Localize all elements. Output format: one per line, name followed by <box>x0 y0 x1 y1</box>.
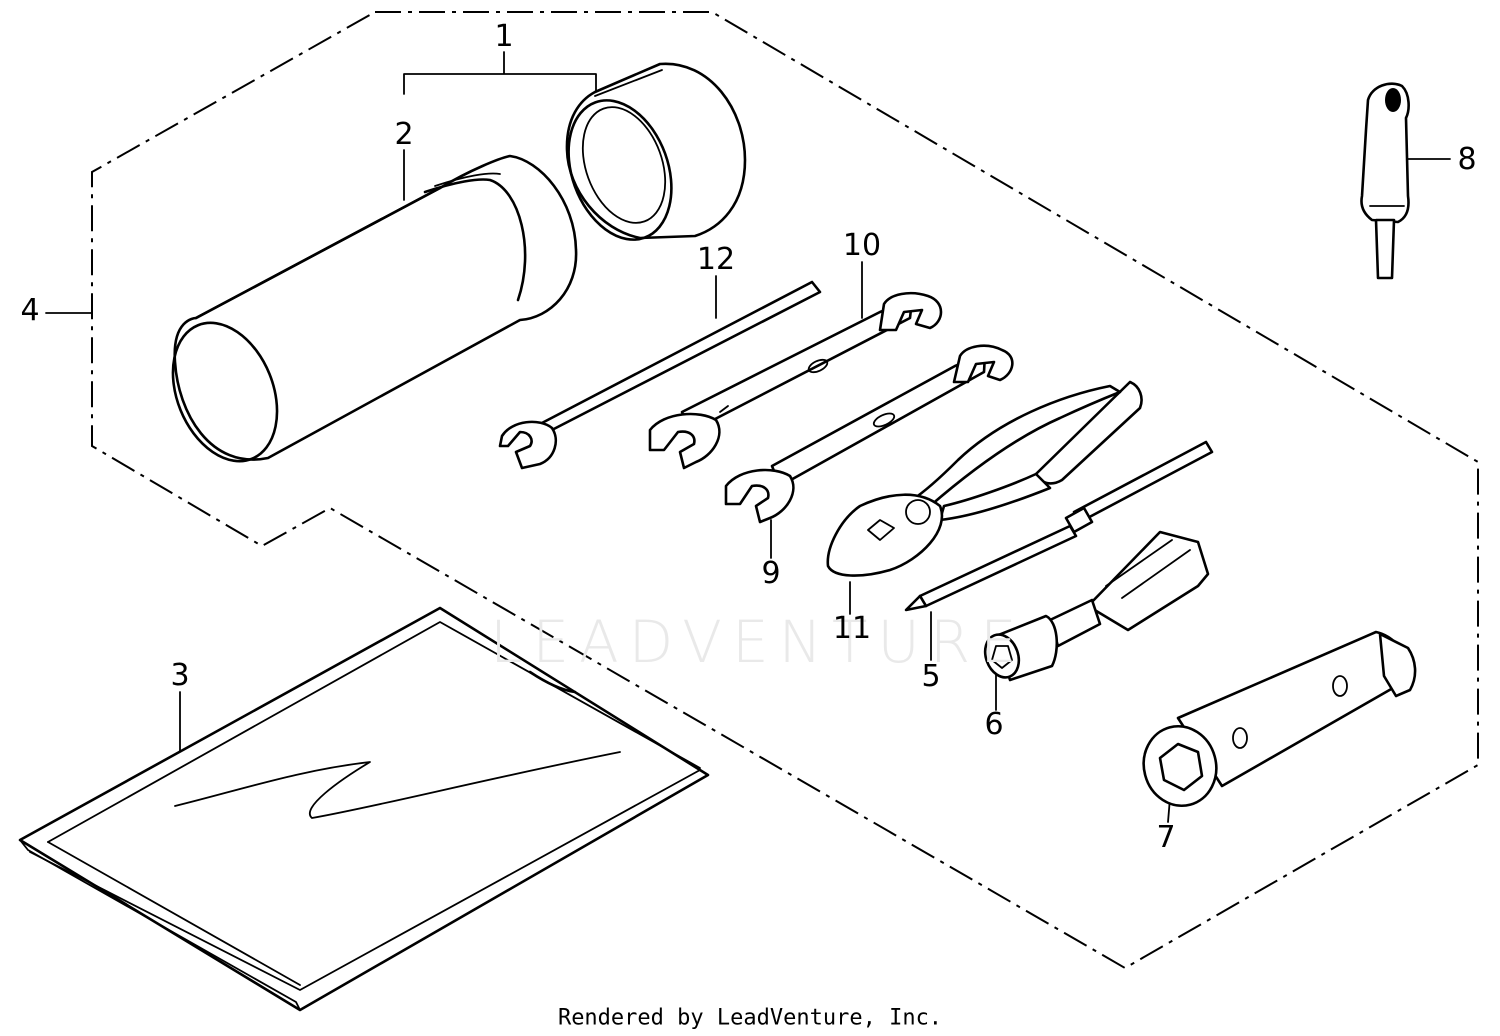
watermark: LEADVENTURE <box>490 608 1027 676</box>
spanner-12 <box>498 280 822 470</box>
tool-tube-cap <box>565 62 747 241</box>
callout-5[interactable]: 5 <box>921 659 941 694</box>
credit-text: Rendered by LeadVenture, Inc. <box>557 1005 943 1031</box>
callout-9[interactable]: 9 <box>761 556 781 591</box>
callout-7[interactable]: 7 <box>1156 820 1176 855</box>
callout-3[interactable]: 3 <box>170 658 190 693</box>
callout-8[interactable]: 8 <box>1457 142 1477 177</box>
callout-6[interactable]: 6 <box>984 707 1004 742</box>
callout-2[interactable]: 2 <box>394 117 414 152</box>
callout-1[interactable]: 1 <box>494 19 514 54</box>
callout-4[interactable]: 4 <box>20 293 40 328</box>
kit-boundary <box>91 11 1479 970</box>
plug-wrench-7 <box>1142 630 1417 808</box>
callout-11[interactable]: 11 <box>832 611 872 646</box>
tool-tube-body <box>171 154 578 463</box>
leader-1 <box>403 51 597 99</box>
socket-handle-6 <box>983 530 1210 682</box>
wrench-10 <box>648 291 943 470</box>
wrench-9 <box>724 344 1014 524</box>
owners-manual <box>18 606 710 1012</box>
hex-driver-8 <box>1360 82 1410 280</box>
pliers-11 <box>826 380 1143 577</box>
callout-12[interactable]: 12 <box>696 242 736 277</box>
callout-10[interactable]: 10 <box>842 228 882 263</box>
screwdriver-5 <box>904 440 1214 612</box>
